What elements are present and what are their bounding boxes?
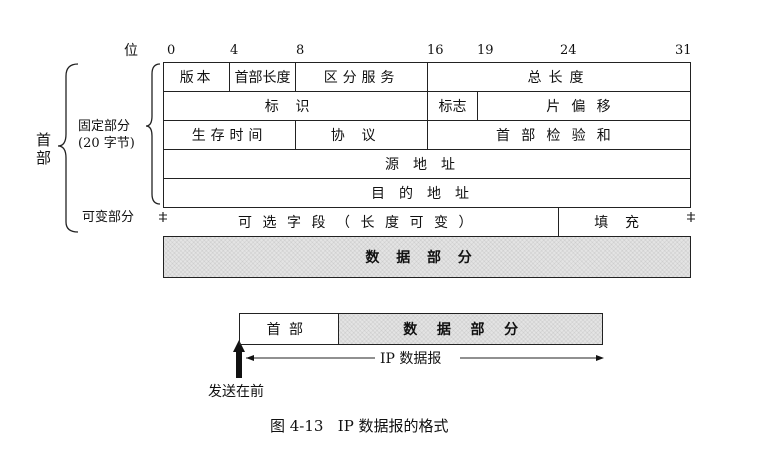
data-row: 数据部分	[163, 236, 691, 278]
field-header-length: 首部长度	[230, 63, 296, 91]
options-row: 可选字段（长度可变） 填充	[163, 207, 691, 237]
header-row-4: 源地址	[163, 149, 691, 179]
bit-mark-31: 31	[675, 43, 692, 58]
field-checksum: 首部检验和	[496, 128, 622, 144]
datagram-data: 数据部分	[339, 314, 602, 344]
header-row-5: 目的地址	[163, 178, 691, 208]
field-total-length: 总长度	[527, 70, 591, 86]
header-row-1: 版本 首部长度 区分服务 总长度	[163, 62, 691, 92]
field-identification: 标识	[164, 92, 428, 120]
field-options: 可选字段（长度可变）	[163, 208, 559, 236]
field-diff-service: 区分服务	[296, 63, 428, 91]
datagram-box: 首部 数据部分	[239, 313, 603, 345]
bit-mark-19: 19	[477, 43, 494, 58]
bit-mark-24: 24	[560, 43, 577, 58]
datagram-span-label: IP 数据报	[380, 351, 442, 367]
datagram-header: 首部	[240, 314, 339, 344]
header-label: 首 部	[36, 131, 52, 167]
bit-mark-8: 8	[296, 43, 305, 58]
field-flags: 标志	[428, 92, 478, 120]
variable-part-label: 可变部分	[82, 210, 135, 225]
header-row-2: 标识 标志 片偏移	[163, 91, 691, 121]
bit-mark-0: 0	[167, 43, 176, 58]
field-padding: 填充	[594, 215, 656, 231]
field-dest-address: 目的地址	[371, 186, 483, 202]
field-data: 数据部分	[365, 250, 489, 266]
bit-mark-4: 4	[230, 43, 239, 58]
fixed-part-label: 固定部分 (20 字节)	[78, 119, 135, 151]
bit-mark-16: 16	[427, 43, 444, 58]
field-version: 版本	[164, 63, 230, 91]
bit-label: 位	[124, 43, 138, 59]
field-source-address: 源地址	[385, 157, 469, 173]
field-protocol: 协议	[296, 121, 428, 149]
figure-caption: 图 4-13 IP 数据报的格式	[270, 417, 449, 435]
field-fragment-offset: 片偏移	[546, 99, 622, 115]
header-row-3: 生存时间 协议 首部检验和	[163, 120, 691, 150]
field-ttl: 生存时间	[164, 121, 296, 149]
send-first-label: 发送在前	[208, 384, 264, 400]
